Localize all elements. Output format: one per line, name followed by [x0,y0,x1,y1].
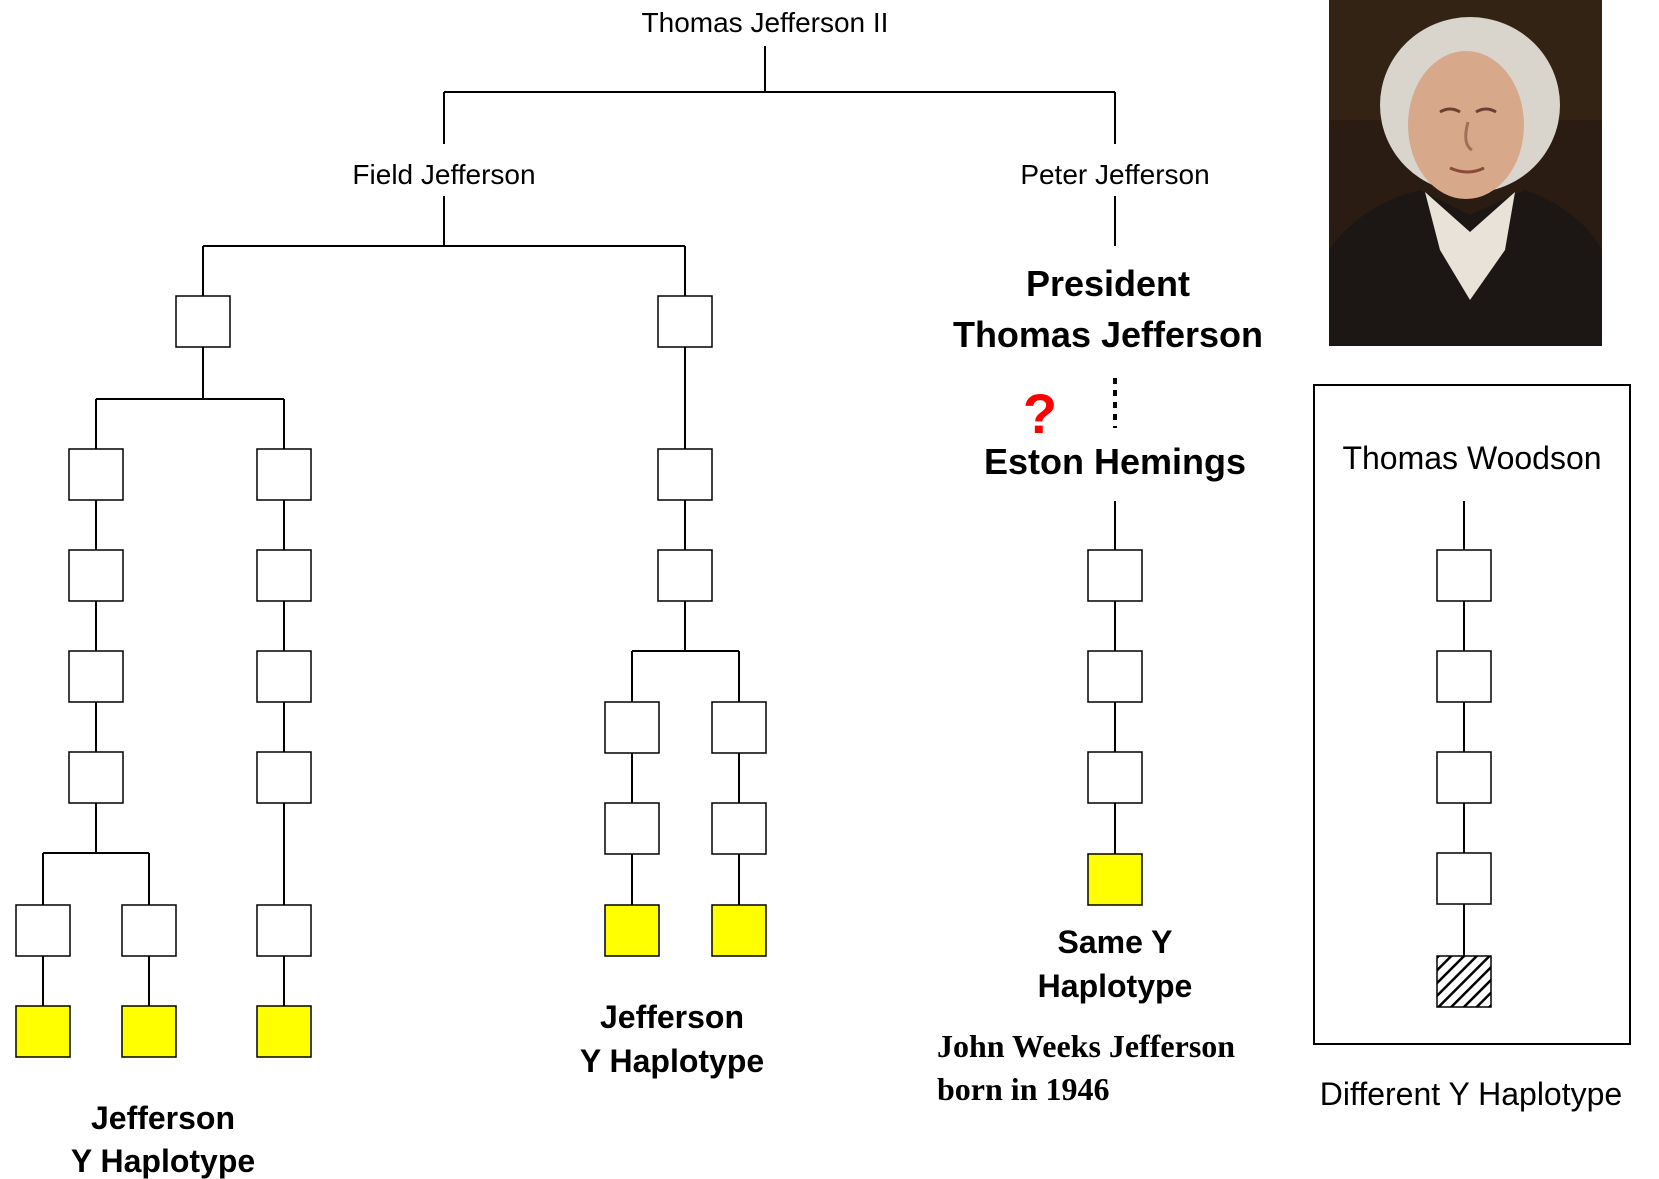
thomas-woodson-label: Thomas Woodson [1342,440,1601,476]
node-box [657,549,713,602]
president-label-line2: Thomas Jefferson [953,314,1263,355]
node-box [68,448,124,501]
node-box [711,701,767,754]
middle-result-line2: Y Haplotype [580,1043,764,1079]
eston-hemings-label: Eston Hemings [984,441,1246,482]
left-result-line1: Jefferson [91,1100,235,1136]
left-result-line2: Y Haplotype [71,1143,255,1179]
carrier-box [121,1005,177,1058]
different-haplotype-label: Different Y Haplotype [1320,1076,1622,1112]
node-box [1087,751,1143,804]
field-jefferson-label: Field Jefferson [352,159,535,190]
node-box [256,751,312,804]
node-box [256,650,312,703]
node-box [15,904,71,957]
node-box [1087,549,1143,602]
node-box [68,650,124,703]
node-box [68,549,124,602]
node-box [657,295,713,348]
woodson-frame [1313,384,1631,1045]
node-box [1436,549,1492,602]
node-box [68,751,124,804]
carrier-box [15,1005,71,1058]
thomas-jefferson-portrait-icon [1329,0,1602,346]
node-box [256,904,312,957]
node-box [604,701,660,754]
carrier-nodes [15,853,1143,1058]
node-box [1436,852,1492,905]
node-box [256,549,312,602]
node-box [604,802,660,855]
root-ancestor-label: Thomas Jefferson II [642,7,889,38]
node-box [121,904,177,957]
node-box [1436,751,1492,804]
carrier-box [256,1005,312,1058]
hemings-result-line2: Haplotype [1038,968,1193,1004]
carrier-box [711,904,767,957]
node-box [657,448,713,501]
carrier-box [604,904,660,957]
question-mark: ? [1023,382,1057,445]
node-box [711,802,767,855]
hatched-box [1436,955,1492,1008]
descendant-birth: born in 1946 [937,1071,1109,1107]
node-box [256,448,312,501]
descendant-name: John Weeks Jefferson [937,1028,1235,1064]
node-box [1087,650,1143,703]
node-box [175,295,231,348]
president-label-line1: President [1026,263,1190,304]
node-box [1436,650,1492,703]
middle-result-line1: Jefferson [600,999,744,1035]
carrier-box [1087,853,1143,906]
tree-connectors [42,46,1465,1006]
tree-nodes [15,295,1492,957]
peter-jefferson-label: Peter Jefferson [1020,159,1209,190]
hemings-result-line1: Same Y [1057,924,1172,960]
